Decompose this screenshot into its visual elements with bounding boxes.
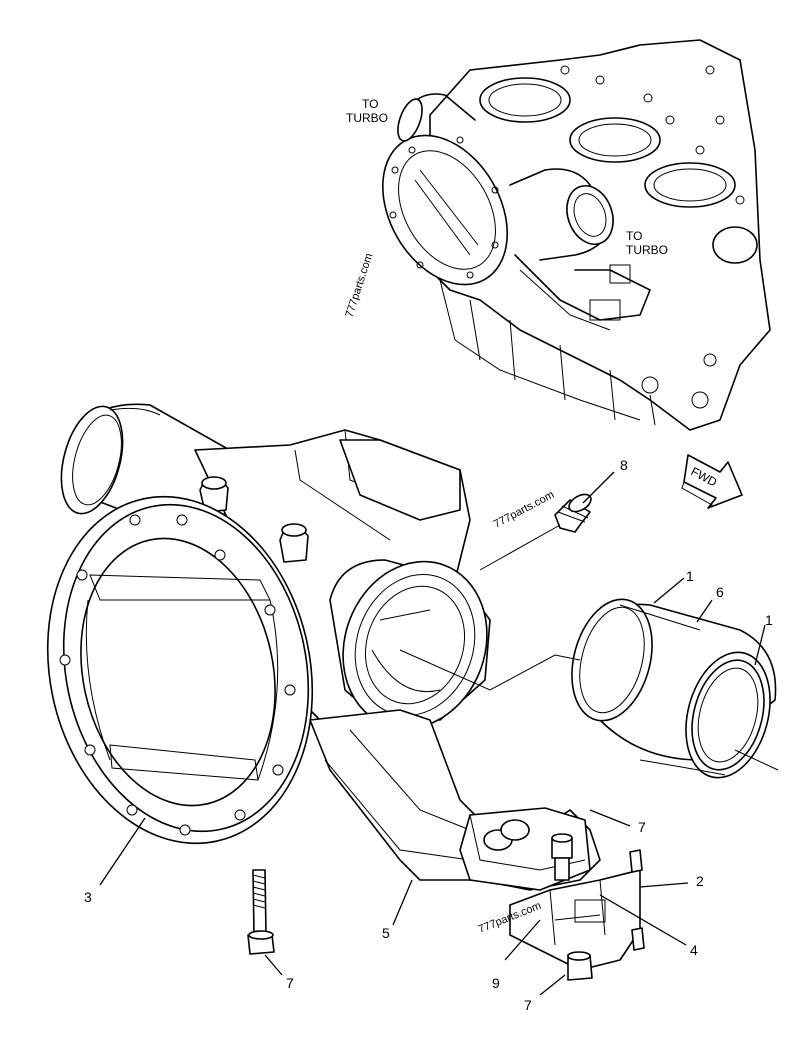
callout-4: 4 xyxy=(690,942,698,958)
to-turbo-label-left: TO xyxy=(362,97,378,111)
bolt-part-7-upper xyxy=(551,833,573,881)
to-turbo-label-right: TO xyxy=(626,229,642,243)
callout-3: 3 xyxy=(84,889,92,905)
bolt-part-7 xyxy=(247,869,275,955)
callout-9: 9 xyxy=(492,975,500,991)
bolt-part-7-lower xyxy=(567,951,593,981)
callout-7-bolt: 7 xyxy=(286,975,294,991)
sleeve-alignment-line xyxy=(399,649,581,691)
callout-8: 8 xyxy=(620,457,628,473)
callout-6: 6 xyxy=(716,584,724,600)
callout-2: 2 xyxy=(696,873,704,889)
fwd-arrow-icon xyxy=(681,454,743,509)
to-turbo-label-right-2: TURBO xyxy=(626,243,668,257)
callout-1-seal-rear: 1 xyxy=(765,612,773,628)
main-exhaust-elbow-assembly xyxy=(46,403,645,971)
watermark-main: 777parts.com xyxy=(492,489,556,531)
plug-part-8 xyxy=(554,493,592,533)
plug-leader-line xyxy=(479,524,561,571)
sleeve-part-6 xyxy=(571,598,777,779)
callout-7-upper: 7 xyxy=(638,819,646,835)
to-turbo-label-left-2: TURBO xyxy=(346,111,388,125)
inset-engine-block xyxy=(382,39,771,431)
callout-7-lower: 7 xyxy=(524,997,532,1013)
callout-1-seal-front: 1 xyxy=(686,568,694,584)
sleeve-axis-line xyxy=(734,749,779,771)
callout-5: 5 xyxy=(382,925,390,941)
watermark-inset: 777parts.com xyxy=(343,252,375,319)
callout-leaders xyxy=(99,471,766,996)
